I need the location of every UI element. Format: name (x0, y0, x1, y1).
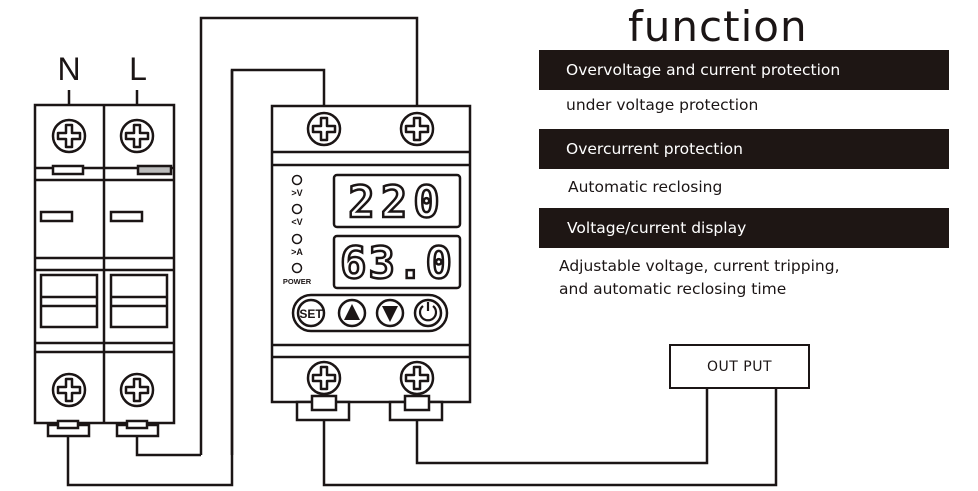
protector-device (270, 104, 472, 422)
label-n: N (57, 51, 80, 87)
indicator-overvoltage: >V (291, 188, 302, 198)
circuit-breaker (33, 103, 176, 438)
screw-l-top (119, 118, 155, 154)
down-arrow-icon[interactable] (382, 306, 398, 322)
wire-out-2 (415, 389, 709, 465)
power-icon[interactable] (418, 302, 438, 322)
feature-reclosing: Automatic reclosing (568, 178, 723, 196)
set-button[interactable]: SET (299, 307, 323, 321)
output-label: OUT PUT (706, 358, 772, 375)
voltage-display: 220 (348, 177, 445, 228)
wire-n-out (66, 70, 234, 487)
output-box: OUT PUT (669, 344, 810, 389)
feature-display: Voltage/current display (539, 208, 949, 248)
screw-dev-in-2 (399, 111, 435, 147)
screw-dev-out-2 (399, 360, 435, 396)
indicator-undervoltage: <V (291, 217, 302, 227)
feature-overcurrent: Overcurrent protection (539, 129, 949, 169)
screw-dev-out-1 (306, 360, 342, 396)
screw-n-top (51, 118, 87, 154)
wire-l-out (135, 430, 201, 457)
page-title: function (628, 2, 808, 51)
screw-dev-in-1 (306, 111, 342, 147)
indicator-power: POWER (283, 277, 312, 286)
current-display: 63.0 (340, 238, 454, 289)
feature-overvoltage: Overvoltage and current protection (539, 50, 949, 90)
up-arrow-icon[interactable] (344, 304, 360, 320)
label-l: L (129, 51, 147, 87)
wire-out-1 (322, 389, 778, 487)
screw-n-bottom (51, 372, 87, 408)
wire-live-in (199, 16, 419, 455)
indicator-overcurrent: >A (291, 247, 303, 257)
feature-adjustable-2: and automatic reclosing time (559, 280, 787, 298)
feature-adjustable-1: Adjustable voltage, current tripping, (559, 257, 840, 275)
screw-l-bottom (119, 372, 155, 408)
feature-undervoltage: under voltage protection (566, 96, 759, 114)
